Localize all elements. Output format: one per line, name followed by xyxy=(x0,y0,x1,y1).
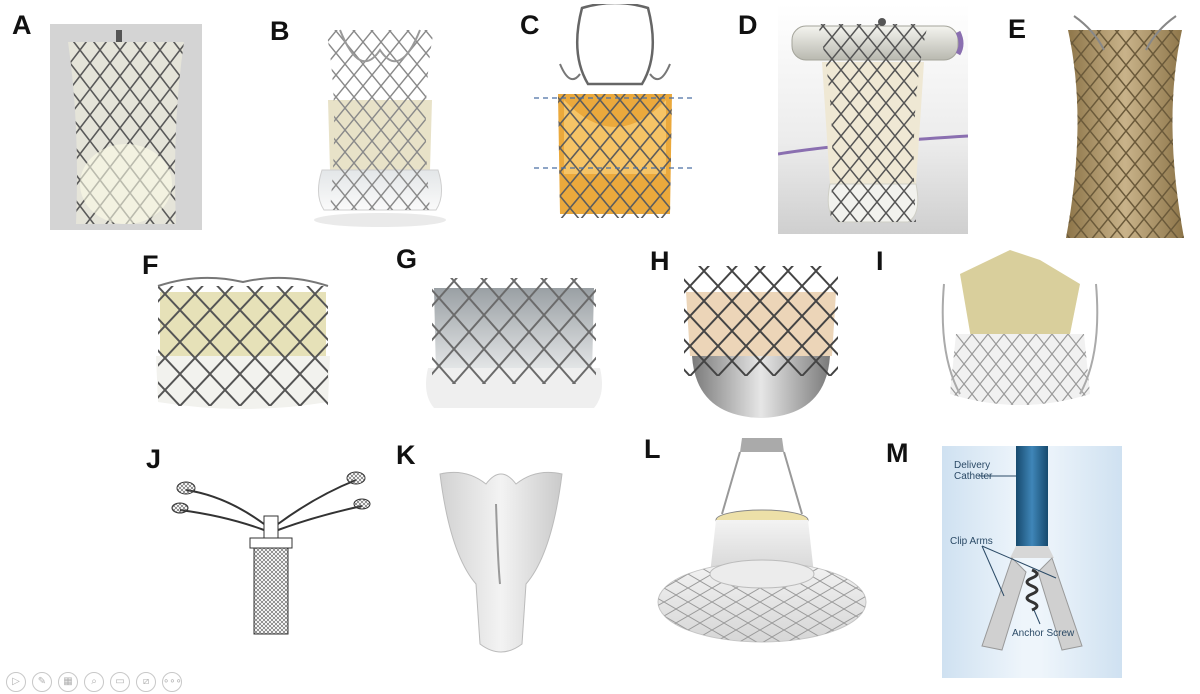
panel-letter-b: B xyxy=(270,16,290,46)
panel-k-device-image xyxy=(436,464,566,662)
panel-letter-l: L xyxy=(644,434,661,464)
panel-m-label-anchor-screw: Anchor Screw xyxy=(1012,628,1075,639)
panel-a-stent-drawing xyxy=(68,30,184,224)
more-icon[interactable]: ∘∘∘ xyxy=(162,672,182,692)
panel-g-valve-image xyxy=(424,264,604,414)
panel-letter-h: H xyxy=(650,246,670,276)
panel-m-sketch xyxy=(978,446,1083,651)
panel-m-diagram: Delivery Catheter Clip Arms Anchor Screw xyxy=(942,446,1122,678)
panel-h-stent-drawing xyxy=(684,266,838,418)
panel-b-stent-drawing xyxy=(314,29,446,227)
panel-g-stent-drawing xyxy=(426,278,602,408)
panel-letter-d: D xyxy=(738,10,758,40)
panel-letter-k: K xyxy=(396,440,416,470)
panel-c-stent-drawing xyxy=(534,4,696,218)
slash-icon[interactable]: ⧄ xyxy=(136,672,156,692)
panel-letter-f: F xyxy=(142,250,159,280)
panel-letter-j: J xyxy=(146,444,162,474)
play-icon[interactable]: ▷ xyxy=(6,672,26,692)
panel-j-device-drawing xyxy=(166,466,376,642)
window-icon[interactable]: ▭ xyxy=(110,672,130,692)
panel-f-valve-image xyxy=(150,262,336,416)
panel-i-stent-drawing xyxy=(941,250,1099,405)
panel-d-stent-drawing xyxy=(778,18,968,223)
pen-icon[interactable]: ✎ xyxy=(32,672,52,692)
panel-k-sketch xyxy=(439,471,563,653)
panel-f-stent-drawing xyxy=(156,276,330,409)
zoom-icon[interactable]: ⌕ xyxy=(84,672,104,692)
panel-h-valve-image xyxy=(676,256,846,420)
grid-icon[interactable]: ▦ xyxy=(58,672,78,692)
panel-letter-m: M xyxy=(886,438,909,468)
panel-letter-g: G xyxy=(396,244,418,274)
panel-e-valve-image xyxy=(1054,10,1196,242)
panel-a-valve-image xyxy=(50,24,202,230)
panel-l-stent-drawing xyxy=(657,438,867,643)
panel-letter-c: C xyxy=(520,10,540,40)
panel-m-label-catheter: Catheter xyxy=(954,471,993,482)
panel-b-valve-image xyxy=(300,20,460,234)
panel-d-valve-image xyxy=(778,4,968,234)
panel-letter-a: A xyxy=(12,10,32,40)
panel-l-valve-image xyxy=(652,434,872,658)
slide-toolbar: ▷ ✎ ▦ ⌕ ▭ ⧄ ∘∘∘ xyxy=(6,672,182,694)
panel-letter-e: E xyxy=(1008,14,1027,44)
panel-m-label-delivery: Delivery xyxy=(954,460,991,471)
panel-j-sketch xyxy=(171,471,371,635)
panel-c-valve-image xyxy=(530,4,700,230)
panel-i-valve-image xyxy=(940,244,1100,416)
panel-letter-i: I xyxy=(876,246,884,276)
panel-m-label-clip-arms: Clip Arms xyxy=(950,536,993,547)
panel-e-stent-drawing xyxy=(1066,15,1184,238)
